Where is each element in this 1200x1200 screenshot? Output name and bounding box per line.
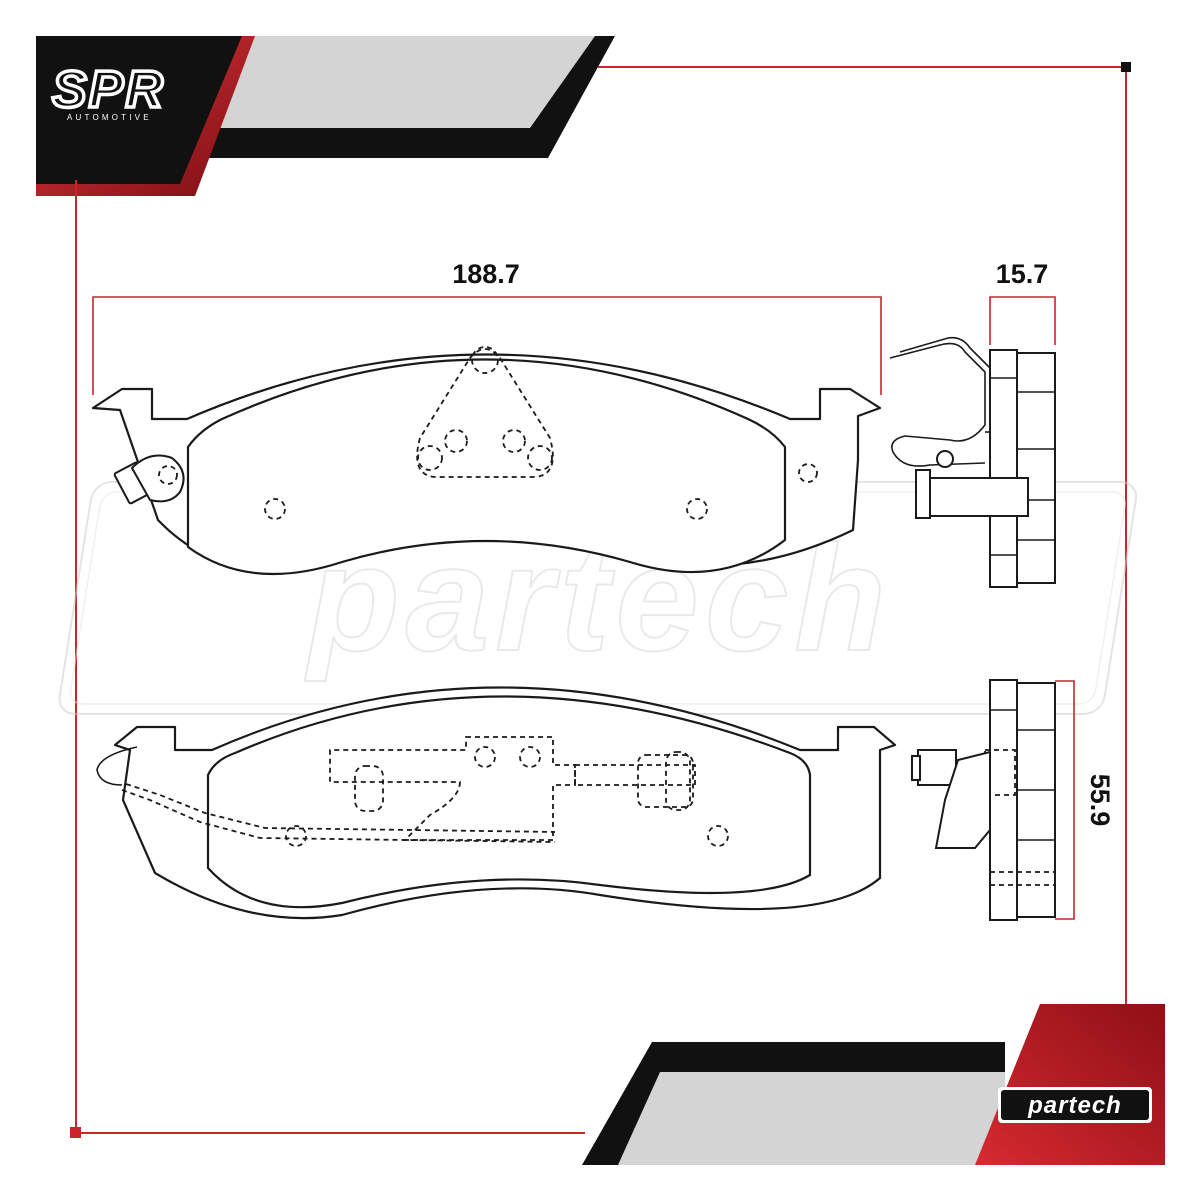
dimension-length: 188.7: [92, 259, 882, 395]
brake-pad-top-front-view: [91, 346, 882, 576]
bottom-pad-hole-left: [285, 825, 307, 847]
spr-logo-text: SPR: [52, 61, 165, 119]
dimension-height: 55.9: [1055, 680, 1115, 920]
top-pad-hole-left: [264, 498, 286, 520]
bottom-pad-shim-outline: [329, 736, 576, 841]
brake-pad-top-side-view: [889, 336, 1056, 588]
dimension-thickness-label: 15.7: [996, 259, 1049, 289]
top-pad-hole-right: [686, 498, 708, 520]
brake-pad-bottom-front-view: [96, 686, 897, 920]
spr-logo-tagline: AUTOMOTIVE: [67, 113, 152, 122]
top-pad-friction-material: [186, 358, 787, 576]
bottom-pad-wear-wire: [96, 746, 138, 786]
top-pad-shim-outline: [416, 348, 554, 478]
bottom-pad-hole-right: [707, 825, 729, 847]
top-banner: [36, 36, 615, 196]
brake-pad-bottom-side-view: [911, 679, 1056, 921]
dimension-length-label: 188.7: [452, 259, 520, 289]
bottom-pad-wear-sensor: [917, 749, 957, 786]
top-pad-spring-clip: [889, 342, 986, 467]
dimension-thickness: 15.7: [989, 259, 1056, 345]
partech-logo: partech: [998, 1087, 1152, 1123]
bottom-banner: [582, 1004, 1165, 1165]
top-pad-sensor-bracket: [915, 477, 1029, 517]
dimension-height-label: 55.9: [1085, 774, 1115, 827]
spr-logo: SPR AUTOMOTIVE: [50, 59, 165, 122]
top-pad-hole-ear-right: [798, 463, 818, 483]
bottom-pad-friction-material: [206, 695, 812, 909]
partech-logo-text: partech: [1027, 1092, 1122, 1119]
